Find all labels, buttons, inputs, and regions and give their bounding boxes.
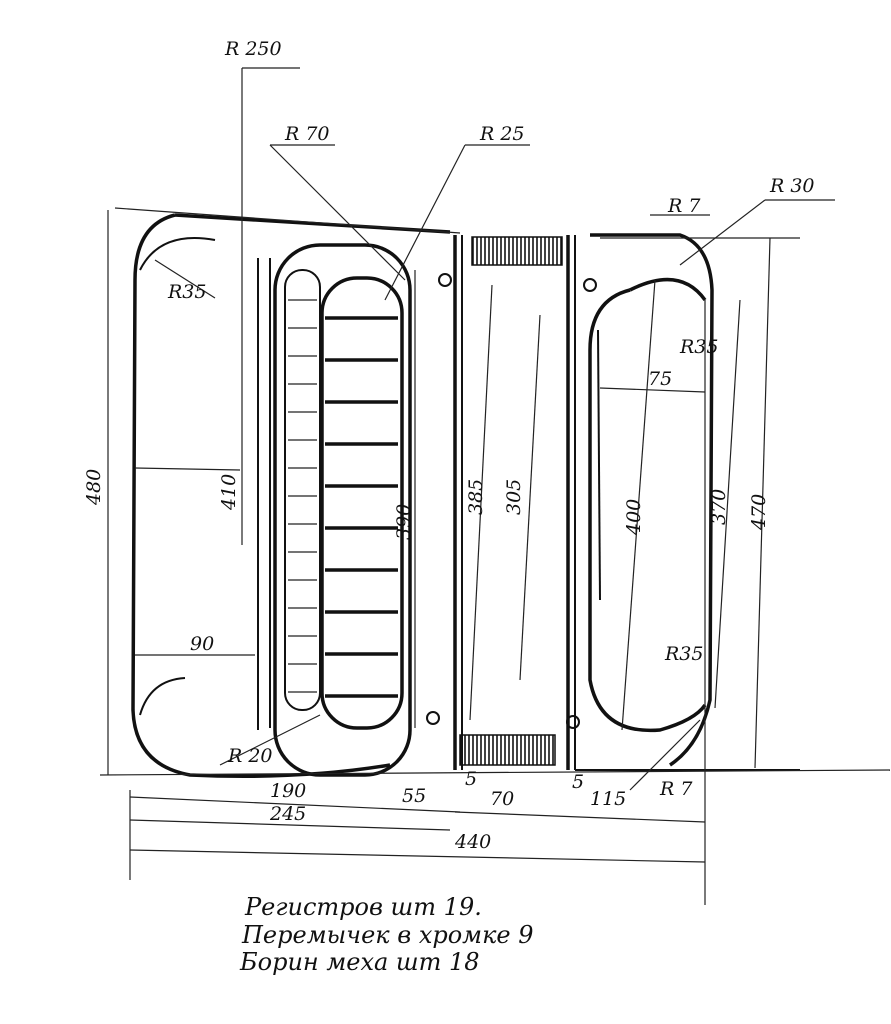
radius-label: R35 (679, 336, 718, 358)
dimension-label: 480 (83, 469, 105, 506)
dimension-label: 75 (648, 368, 672, 390)
dimension-label: 190 (270, 780, 306, 802)
dimension-label: 370 (708, 489, 730, 525)
note-line: Перемычек в хромке 9 (241, 921, 534, 949)
radius-label: R 70 (284, 123, 330, 145)
dimension-lines (99, 67, 891, 905)
radius-label: R 7 (667, 195, 701, 217)
dimension-label: 90 (190, 633, 214, 655)
dimension-label: 390 (393, 504, 415, 540)
note-line: Борин меха шт 18 (239, 948, 480, 976)
dimension-label: 305 (503, 479, 525, 515)
right-body-outline (575, 233, 800, 771)
dimension-label: 245 (269, 803, 306, 825)
center-strip (426, 235, 597, 770)
note-line: Регистров шт 19. (244, 893, 482, 921)
radius-label: R 250 (224, 38, 282, 60)
radius-label: R35 (664, 643, 703, 665)
radius-label: R 20 (227, 745, 273, 767)
dimension-label: 385 (465, 479, 487, 515)
dimension-label: 440 (454, 831, 491, 853)
register-block (273, 243, 412, 777)
dimension-label: 400 (623, 499, 645, 536)
dimension-label: 470 (748, 494, 770, 531)
dimension-label: 70 (490, 788, 514, 810)
radius-label: R35 (167, 281, 206, 303)
dimension-label: 5 (572, 771, 584, 793)
dimension-label: 410 (218, 474, 240, 511)
radius-label: R 25 (479, 123, 525, 145)
radius-label: R 30 (769, 175, 815, 197)
dimension-label: 115 (590, 788, 626, 810)
dimension-label: 5 (465, 768, 477, 790)
radius-label: R 7 (659, 778, 693, 800)
dimension-label: 55 (402, 785, 426, 807)
